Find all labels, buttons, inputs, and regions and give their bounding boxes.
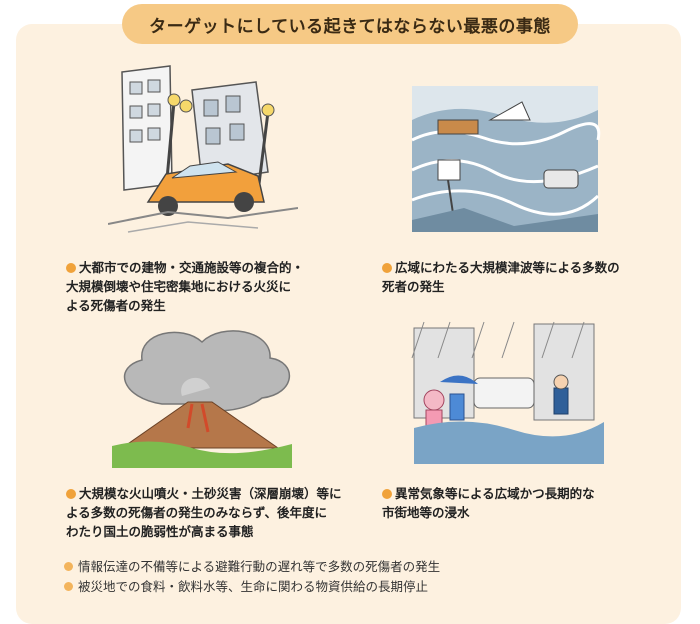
bullet-dot bbox=[64, 562, 73, 571]
bullet-dot bbox=[382, 489, 392, 499]
card-caption-tsunami: 広域にわたる大規模津波等による多数の 死者の発生 bbox=[382, 260, 620, 294]
page-title: ターゲットにしている起きてはならない最悪の事態 bbox=[122, 4, 578, 44]
card-caption-flood: 異常気象等による広域かつ長期的な 市街地等の浸水 bbox=[382, 486, 595, 520]
bullet-item: 情報伝達の不備等による避難行動の遅れ等で多数の死傷者の発生 bbox=[64, 558, 440, 576]
volcano-illustration bbox=[112, 330, 292, 468]
bullet-dot bbox=[66, 489, 76, 499]
bullet-dot bbox=[64, 582, 73, 591]
flood-illustration bbox=[411, 321, 604, 464]
bullet-dot bbox=[382, 263, 392, 273]
bullet-dot bbox=[66, 263, 76, 273]
card-caption-volcano: 大規模な火山噴火・土砂災害（深層崩壊）等に よる多数の死傷者の発生のみならず、後… bbox=[66, 486, 342, 539]
card-caption-earthquake: 大都市での建物・交通施設等の複合的・ 大規模倒壊や住宅密集地における火災に よる… bbox=[66, 260, 305, 313]
earthquake-illustration bbox=[108, 65, 298, 233]
tsunami-illustration bbox=[411, 86, 601, 232]
bullet-item: 被災地での食料・飲料水等、生命に関わる物資供給の長期停止 bbox=[64, 578, 428, 596]
